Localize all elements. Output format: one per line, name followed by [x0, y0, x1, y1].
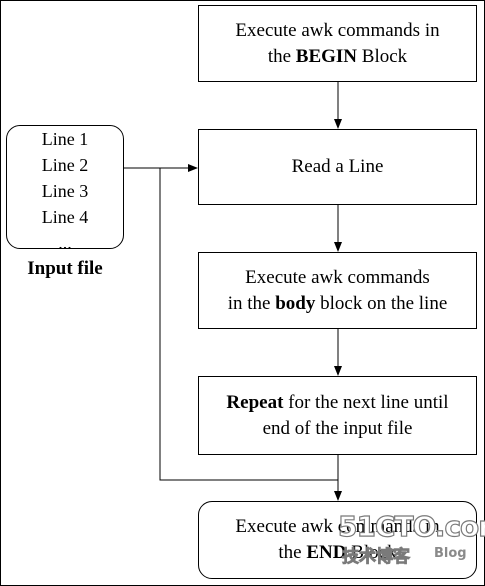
begin-line2-post: Block	[357, 45, 408, 67]
body-line2-pre: in the	[227, 292, 276, 314]
begin-line2-pre: the	[267, 45, 296, 67]
repeat-box: Repeat for the next line until end of th…	[198, 376, 477, 455]
input-line: ...	[58, 233, 72, 253]
input-file-box: Line 1 Line 2 Line 3 Line 4 ...	[6, 125, 124, 253]
end-keyword: END	[306, 542, 347, 563]
repeat-line1-post: for the next line until	[283, 391, 449, 413]
input-line: Line 4	[41, 207, 89, 227]
end-block-box: Execute awk commands in the END Block	[198, 501, 477, 579]
end-line1: Execute awk commands in	[235, 516, 440, 537]
body-block-box: Execute awk commands in the body block o…	[198, 252, 477, 329]
repeat-line2: end of the input file	[262, 417, 413, 439]
input-file-label: Input file	[27, 258, 103, 279]
begin-keyword: BEGIN	[295, 45, 358, 67]
body-line1: Execute awk commands	[245, 266, 430, 288]
input-line: Line 3	[41, 181, 89, 201]
read-line-box: Read a Line	[198, 129, 477, 205]
input-line: Line 2	[41, 155, 89, 175]
begin-line1: Execute awk commands in	[235, 19, 440, 41]
end-line2-pre: the	[278, 542, 307, 563]
repeat-keyword: Repeat	[226, 391, 284, 413]
body-line2-post: block on the line	[315, 292, 448, 314]
input-line: Line 1	[41, 129, 89, 149]
end-line2-post: Block	[346, 542, 397, 563]
loop-line	[159, 168, 338, 481]
body-keyword: body	[275, 292, 316, 314]
begin-block-box: Execute awk commands in the BEGIN Block	[198, 5, 477, 82]
read-line-text: Read a Line	[291, 156, 384, 177]
